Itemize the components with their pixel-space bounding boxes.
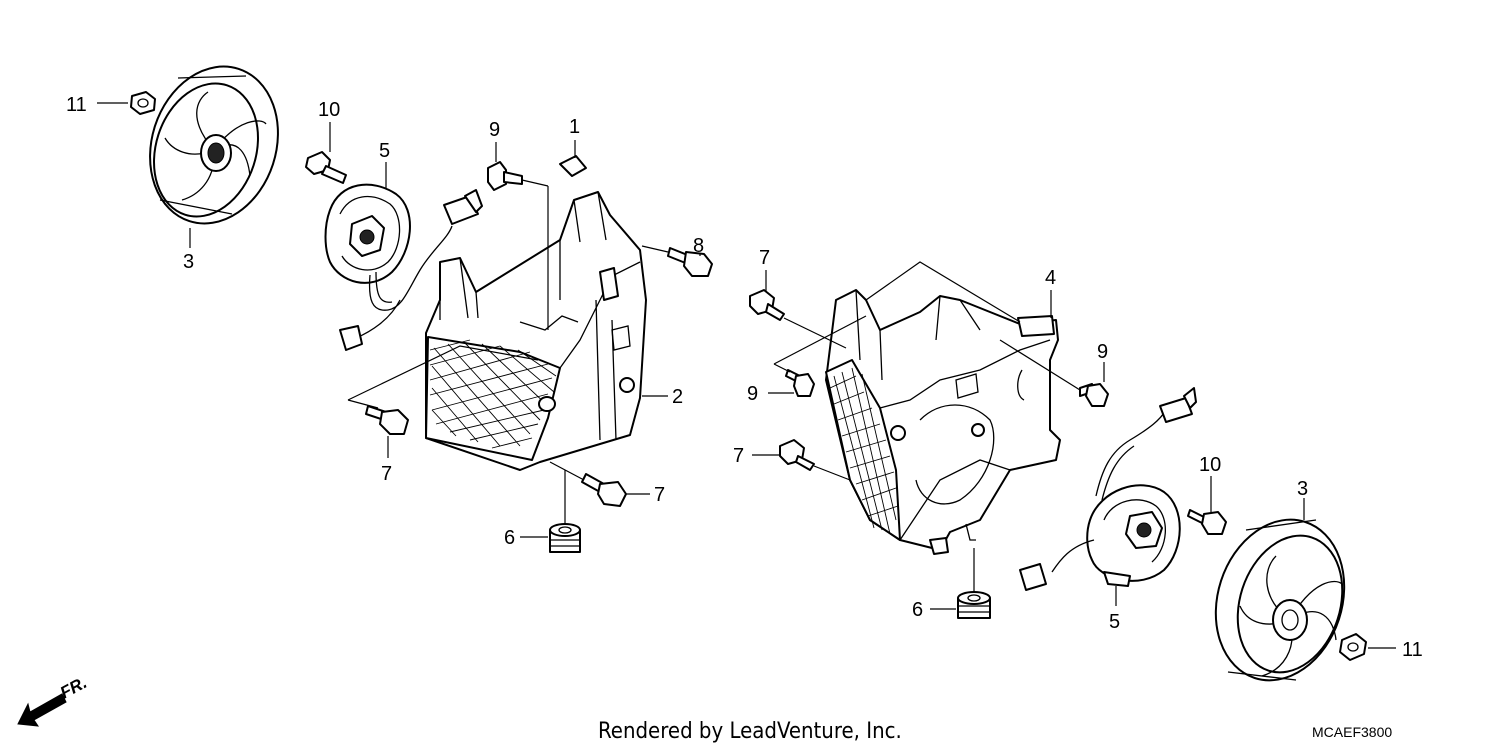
shroud-left[interactable] <box>425 191 647 471</box>
shroud-left-grid <box>429 339 557 449</box>
bolt-7-right-top[interactable] <box>749 289 785 321</box>
callout-2: 2 <box>672 386 683 408</box>
bolt-10-right[interactable] <box>1187 509 1227 535</box>
bolt-9-right[interactable] <box>1079 383 1109 407</box>
shroud-right[interactable] <box>825 289 1061 555</box>
credit-text: Rendered by LeadVenture, Inc. <box>598 719 902 744</box>
callout-4: 4 <box>1045 267 1056 289</box>
diagram-code: MCAEF3800 <box>1312 724 1392 740</box>
callout-6-left: 6 <box>504 527 515 549</box>
callout-8: 8 <box>693 235 704 257</box>
front-arrow-icon <box>17 693 67 727</box>
bolt-7-left[interactable] <box>365 405 409 435</box>
callout-9-top: 9 <box>489 119 500 141</box>
fan-left[interactable] <box>130 50 297 240</box>
callout-9-right: 9 <box>1097 341 1108 363</box>
callouts: 11 10 5 3 9 1 8 2 7 7 6 7 4 9 9 7 10 3 5… <box>66 94 1423 661</box>
callout-10-right: 10 <box>1199 454 1221 476</box>
callout-9-mid: 9 <box>747 383 758 405</box>
callout-10-left: 10 <box>318 99 340 121</box>
callout-7-left: 7 <box>381 463 392 485</box>
motor-right[interactable] <box>1019 387 1197 591</box>
nut-11-left[interactable] <box>130 91 156 115</box>
callout-1: 1 <box>569 116 580 138</box>
clip-1[interactable] <box>559 155 587 177</box>
motor-left[interactable] <box>324 183 483 351</box>
callout-11-left: 11 <box>66 94 87 116</box>
fan-right[interactable] <box>1196 503 1365 697</box>
nut-11-right[interactable] <box>1339 633 1367 661</box>
grommet-6-left[interactable] <box>549 523 581 553</box>
bolt-8[interactable] <box>667 247 713 277</box>
callout-3-left: 3 <box>183 251 194 273</box>
front-direction-indicator: FR. <box>17 673 90 727</box>
callout-3-right: 3 <box>1297 478 1308 500</box>
leader-lines <box>97 102 1396 649</box>
bolt-7-mid[interactable] <box>581 473 627 507</box>
callout-7-right-mid: 7 <box>733 445 744 467</box>
callout-5-left: 5 <box>379 140 390 162</box>
bolt-7-right-mid[interactable] <box>779 439 815 471</box>
grommet-6-right[interactable] <box>957 591 991 619</box>
callout-7-right-top: 7 <box>759 247 770 269</box>
shroud-right-grid <box>829 367 899 535</box>
callout-6-right: 6 <box>912 599 923 621</box>
callout-11-right: 11 <box>1402 639 1423 661</box>
bolt-9-mid[interactable] <box>785 369 815 397</box>
bolt-10-left[interactable] <box>305 151 347 184</box>
bolt-9-top[interactable] <box>487 161 523 191</box>
callout-7-mid: 7 <box>654 484 665 506</box>
callout-5-right: 5 <box>1109 611 1120 633</box>
